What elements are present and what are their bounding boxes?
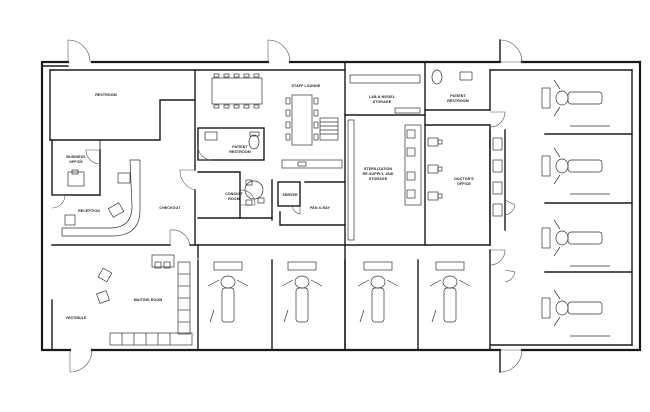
label-patient-restroom-1-a: PATIENT <box>232 145 248 149</box>
fixtures <box>61 69 503 346</box>
label-vestibule: VESTIBULE <box>65 316 87 320</box>
label-sterilization-b: RE-SUPPLY, AND <box>363 172 394 176</box>
label-patient-restroom-1-b: RESTROOM <box>229 150 251 154</box>
label-reception: RECEPTION <box>78 209 100 213</box>
label-business-office-1: BUSINESS <box>66 155 86 159</box>
label-sterilization-a: STERILIZATION <box>364 167 392 171</box>
label-consult-room-a: CONSULT <box>225 192 244 196</box>
exterior-walls <box>40 39 642 373</box>
label-doctors-office-a: DOCTOR'S <box>454 177 474 181</box>
label-pan-xray: PAN X-RAY <box>310 206 331 210</box>
dental-chairs-bottom <box>207 261 471 323</box>
dental-chairs-right <box>541 79 610 337</box>
label-lab-storage-b: STORAGE <box>373 100 392 104</box>
label-staff-lounge: STAFF LOUNGE <box>292 84 321 88</box>
label-consult-room-b: ROOM <box>228 197 240 201</box>
label-doctors-office-b: OFFICE <box>457 182 471 186</box>
label-sterilization-c: STORAGE <box>369 177 388 181</box>
label-checkout: CHECKOUT <box>159 206 181 210</box>
label-server: SERVER <box>282 193 298 197</box>
interior-walls <box>49 61 633 351</box>
room-labels: RESTROOM BUSINESS OFFICE RECEPTION CHECK… <box>65 84 474 320</box>
door-swings <box>51 39 523 373</box>
label-patient-restroom-2-a: PATIENT <box>450 94 466 98</box>
label-waiting-room: WAITING ROOM <box>134 298 163 302</box>
label-business-office-2: OFFICE <box>69 160 83 164</box>
label-lab-storage-a: LAB & MODEL <box>369 95 396 99</box>
label-restroom: RESTROOM <box>95 93 117 97</box>
label-patient-restroom-2-b: RESTROOM <box>447 99 469 103</box>
